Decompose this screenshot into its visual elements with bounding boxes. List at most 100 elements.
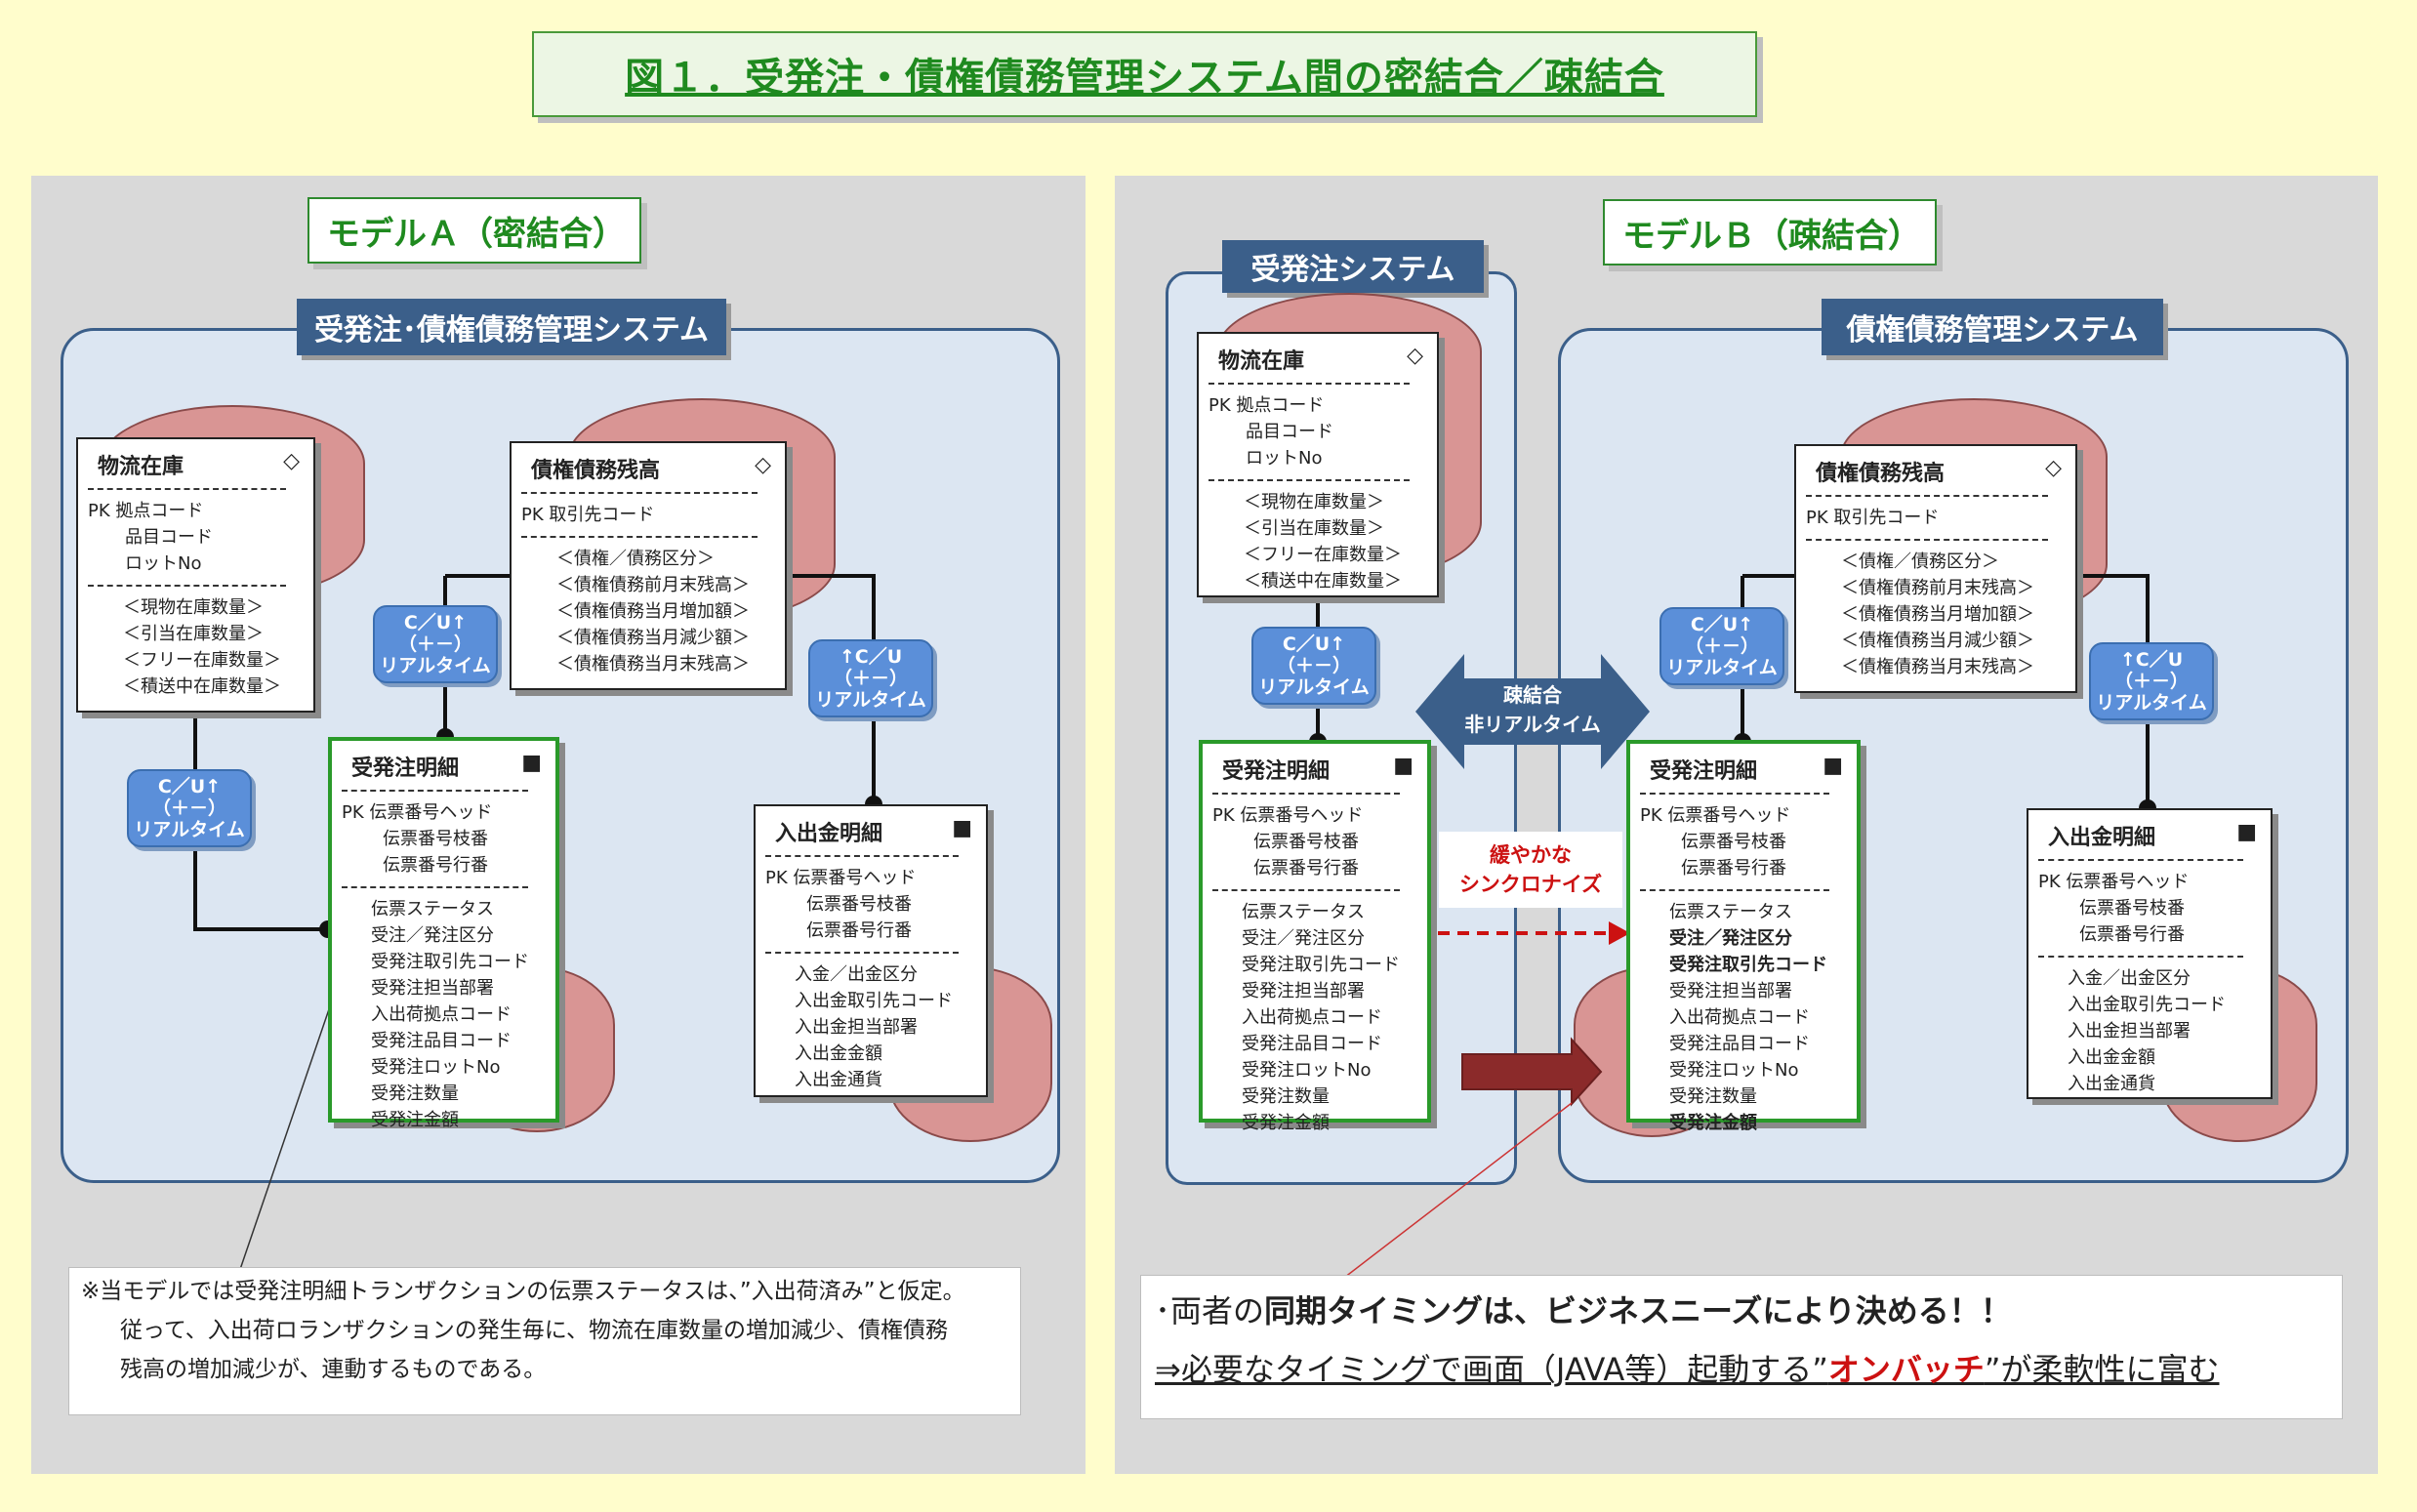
attr-row: ＜債権／債務区分＞: [556, 549, 715, 569]
attr-row: ＜債権債務当月減少額＞: [1841, 631, 2034, 651]
pk-row: PK 伝票番号ヘッド: [1212, 805, 1364, 826]
model-b-label: モデルＢ（疎結合）: [1603, 199, 1937, 266]
attr-row: 受発注ロットNo: [371, 1057, 501, 1078]
batch-arrow: [1461, 1037, 1603, 1107]
attr-row: 受発注数量: [1242, 1086, 1330, 1107]
attr-row: 受発注担当部署: [371, 978, 494, 999]
attr-row: ＜債権債務当月末残高＞: [556, 654, 750, 674]
balance-entity-b: 債権債務残高◇ PK 取引先コード ＜債権／債務区分＞ ＜債権債務前月末残高＞ …: [1794, 444, 2077, 693]
attr-row: 入金／出金区分: [795, 964, 918, 985]
pk-row: 伝票番号枝番: [2079, 898, 2185, 919]
attr-row: 受発注ロットNo: [1242, 1060, 1372, 1081]
entity-marker: ◇: [1407, 344, 1423, 368]
attr-row: 受発注数量: [1669, 1086, 1757, 1107]
pk-row: 伝票番号枝番: [1681, 832, 1786, 852]
model-a-note: ※当モデルでは受発注明細トランザクションの伝票ステータスは、”入出荷済み”と仮定…: [68, 1267, 1021, 1415]
pk-row: 伝票番号行番: [1681, 858, 1786, 879]
model-b-note: ･両者の同期タイミングは、ビジネスニーズにより決める！！ ⇒必要なタイミングで画…: [1140, 1275, 2343, 1419]
pk-row: PK 伝票番号ヘッド: [1640, 805, 1791, 826]
attr-row: 受発注ロットNo: [1669, 1060, 1799, 1081]
realtime-pill-inventory-b: C／U↑（＋－）リアルタイム: [1251, 627, 1376, 705]
attr-row: ＜債権／債務区分＞: [1841, 552, 1999, 572]
attr-row: 伝票ステータス: [1669, 902, 1792, 922]
attr-row: ＜引当在庫数量＞: [1244, 518, 1384, 539]
realtime-pill-balance-b: C／U↑（＋－）リアルタイム: [1659, 607, 1784, 685]
realtime-pill-payment-a: ↑C／U（＋－）リアルタイム: [808, 639, 933, 717]
attr-row: 入出荷拠点コード: [1242, 1007, 1382, 1028]
entity-marker: ■: [1823, 754, 1843, 778]
order-detail-entity-a: 受発注明細■ PK 伝票番号ヘッド 伝票番号枝番 伝票番号行番 伝票ステータス …: [328, 737, 559, 1130]
entity-marker: ■: [521, 751, 542, 775]
pk-row: 伝票番号行番: [1253, 858, 1359, 879]
attr-row: ＜債権債務当月末残高＞: [1841, 657, 2034, 677]
attr-row: 伝票ステータス: [371, 899, 494, 919]
attr-row: 入出金担当部署: [795, 1017, 918, 1038]
entity-title: 受発注明細: [1222, 759, 1331, 784]
pk-row: PK 拠点コード: [88, 501, 204, 521]
attr-row: 入出金通貨: [795, 1070, 882, 1090]
entity-title: 受発注明細: [1650, 759, 1758, 784]
attr-row: 入出荷拠点コード: [371, 1004, 512, 1025]
pk-row: 伝票番号行番: [806, 920, 912, 941]
attr-row: 入出金取引先コード: [2068, 995, 2226, 1015]
attr-row: 受発注金額: [1242, 1113, 1330, 1133]
attr-row: 受注／発注区分: [1242, 928, 1365, 949]
attr-row: 入出金金額: [2068, 1047, 2155, 1068]
pk-row: ロットNo: [125, 553, 202, 574]
attr-row: ＜引当在庫数量＞: [123, 624, 264, 644]
pk-row: 品目コード: [125, 527, 213, 548]
inventory-entity-a: 物流在庫 ◇ PK 拠点コード 品目コード ロットNo ＜現物在庫数量＞ ＜引当在…: [76, 437, 315, 713]
bidirectional-arrow: [1415, 654, 1650, 769]
attr-row: 受発注品目コード: [1669, 1034, 1810, 1054]
pk-row: PK 伝票番号ヘッド: [765, 868, 917, 888]
entity-title: 債権債務残高: [531, 459, 661, 483]
attr-row: 受発注取引先コード: [1669, 955, 1827, 975]
entity-marker: ◇: [755, 453, 771, 477]
attr-row: 入出金通貨: [2068, 1074, 2155, 1094]
entity-marker: ■: [952, 816, 972, 840]
entity-marker: ■: [2236, 820, 2257, 844]
entity-marker: ◇: [2045, 456, 2062, 480]
attr-row: ＜積送中在庫数量＞: [1244, 571, 1402, 592]
attr-row: ＜債権債務当月増加額＞: [1841, 604, 2034, 625]
attr-row: ＜積送中在庫数量＞: [123, 676, 281, 697]
attr-row: 受発注担当部署: [1242, 981, 1365, 1001]
attr-row: ＜債権債務当月増加額＞: [556, 601, 750, 622]
figure-title-box: 図１．受発注・債権債務管理システム間の密結合／疎結合: [532, 31, 1757, 117]
attr-row: 受発注担当部署: [1669, 981, 1792, 1001]
pk-row: PK 取引先コード: [521, 505, 655, 525]
figure-title: 図１．受発注・債権債務管理システム間の密結合／疎結合: [625, 56, 1664, 101]
inventory-entity-b: 物流在庫◇ PK 拠点コード 品目コード ロットNo ＜現物在庫数量＞ ＜引当在…: [1197, 332, 1439, 597]
attr-row: 受発注品目コード: [371, 1031, 512, 1051]
pk-row: PK 伝票番号ヘッド: [342, 802, 493, 823]
note-line: 従って、入出荷ロランザクションの発生毎に、物流在庫数量の増加減少、債権債務: [120, 1318, 949, 1343]
order-system-label: 受発注システム: [1222, 240, 1484, 293]
entity-title: 入出金明細: [2048, 826, 2156, 850]
attr-row: ＜フリー在庫数量＞: [123, 650, 281, 671]
order-detail-entity-b-order: 受発注明細■ PK 伝票番号ヘッド 伝票番号枝番 伝票番号行番 伝票ステータス …: [1199, 740, 1431, 1133]
attr-row: 入金／出金区分: [2068, 968, 2191, 989]
attr-row: 受発注金額: [1669, 1113, 1757, 1133]
pk-row: ロットNo: [1246, 448, 1323, 469]
realtime-pill-inventory-a: C／U↑（＋－）リアルタイム: [127, 769, 252, 847]
attr-row: ＜現物在庫数量＞: [123, 597, 264, 618]
note-line-1: ･両者の同期タイミングは、ビジネスニーズにより決める！！: [1155, 1292, 2012, 1329]
attr-row: ＜フリー在庫数量＞: [1244, 545, 1402, 565]
entity-title: 受発注明細: [351, 756, 460, 781]
pk-row: PK 取引先コード: [1806, 508, 1940, 528]
attr-row: 受発注品目コード: [1242, 1034, 1382, 1054]
attr-row: 受発注数量: [371, 1083, 459, 1104]
attr-row: ＜債権債務当月減少額＞: [556, 628, 750, 648]
pk-row: 伝票番号枝番: [806, 894, 912, 915]
pk-row: 品目コード: [1246, 422, 1333, 442]
balance-entity-a: 債権債務残高◇ PK 取引先コード ＜債権／債務区分＞ ＜債権債務前月末残高＞ …: [510, 441, 787, 690]
attr-row: 受発注取引先コード: [1242, 955, 1400, 975]
attr-row: 受注／発注区分: [1669, 928, 1792, 949]
model-a-system-label: 受発注･債権債務管理システム: [297, 299, 726, 355]
note-line: 残高の増加減少が、連動するものである。: [120, 1357, 547, 1382]
realtime-pill-payment-b: ↑C／U（＋－）リアルタイム: [2089, 642, 2214, 720]
entity-marker: ◇: [283, 449, 300, 473]
entity-title: 物流在庫: [98, 455, 184, 479]
entity-marker: ■: [1393, 754, 1413, 778]
pk-row: 伝票番号行番: [383, 855, 488, 876]
